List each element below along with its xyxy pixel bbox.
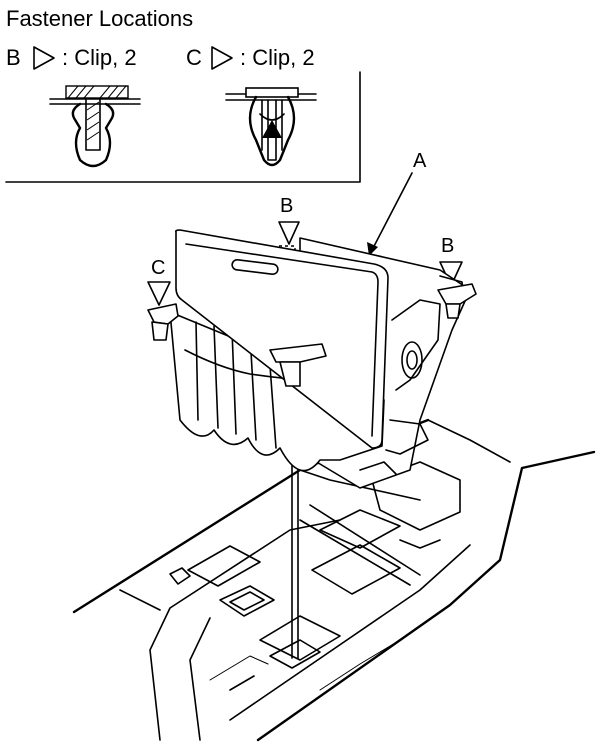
legend-c-letter: C	[186, 45, 202, 70]
legend-c-text: : Clip, 2	[240, 45, 315, 70]
console-bracket-a	[147, 229, 477, 489]
callout-a-label: A	[413, 150, 427, 172]
legend-b-triangle-icon	[33, 46, 55, 70]
callout-c-left-label: C	[151, 257, 165, 279]
callout-a-leader	[370, 172, 413, 253]
callout-c-left-marker	[147, 281, 171, 306]
callout-a-arrowhead	[367, 242, 378, 256]
legend-c-triangle-icon	[211, 46, 233, 70]
clip-c-section-icon	[225, 87, 317, 167]
legend-b-letter: B	[6, 45, 21, 70]
legend-box-border	[5, 71, 361, 183]
callout-b-top-label: B	[280, 195, 293, 217]
legend-b-text: : Clip, 2	[62, 45, 137, 70]
diagram-title: Fastener Locations	[6, 6, 193, 31]
callout-b-top-marker	[278, 221, 300, 245]
callout-b-right-label: B	[441, 235, 454, 257]
clip-b-section-icon	[49, 85, 141, 168]
center-console-base	[72, 418, 596, 742]
